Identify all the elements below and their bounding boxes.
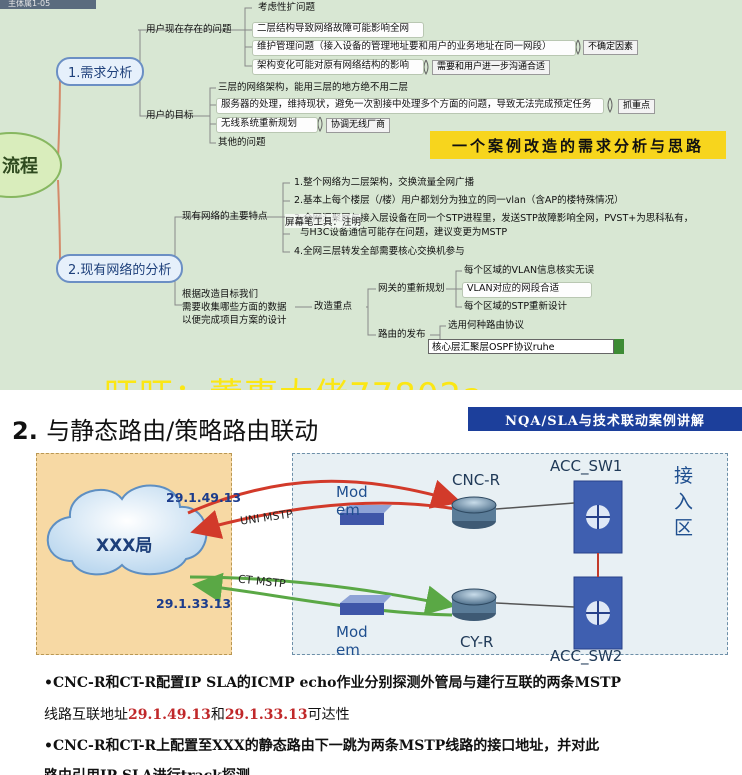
- window-title-text: 主体属1-05: [8, 0, 51, 8]
- switch-label-bottom: ACC_SW2: [550, 647, 623, 665]
- window-title-tab[interactable]: 主体属1-05: [0, 0, 96, 9]
- collect-data-line: 需要收集哪些方面的数据: [182, 302, 287, 313]
- bullet-line: 线路互联地址29.1.49.13和29.1.33.13可达性: [44, 704, 350, 724]
- goal-item[interactable]: 其他的问题: [218, 137, 266, 148]
- slide-title-number: 2.: [12, 417, 38, 445]
- ip-highlight: 29.1.33.13: [224, 707, 308, 723]
- ip-highlight: 29.1.49.13: [128, 707, 211, 723]
- nqa-sla-banner-text: NQA/SLA与技术联动案例讲解: [505, 413, 705, 429]
- screen-pen-note: 屏幕笔工具：注明: [285, 214, 362, 228]
- branch-gateway[interactable]: 网关的重新规划: [378, 283, 445, 294]
- mindmap-connectors: [57, 7, 613, 347]
- node-requirements-analysis-label: 1.需求分析: [68, 66, 133, 81]
- modem-icon: [340, 595, 392, 615]
- bullet-line: •CNC-R和CT-R配置IP SLA的ICMP echo作业分别探测外管局与建…: [44, 675, 622, 691]
- routing-item[interactable]: 选用何种路由协议: [448, 320, 525, 331]
- collect-data-line[interactable]: 根据改造目标我们: [182, 289, 259, 300]
- problem-item: 二层结构导致网络故障可能影响全网: [257, 23, 410, 34]
- cloud-label: XXX局: [96, 536, 153, 556]
- router-icon: [451, 588, 497, 621]
- branch-user-goals[interactable]: 用户的目标: [146, 110, 194, 121]
- feature-item-continued: 与H3C设备通信可能存在问题，建议变更为MSTP: [300, 227, 508, 238]
- goal-item[interactable]: 三层的网络架构，能用三层的地方绝不用二层: [218, 82, 409, 93]
- gateway-item[interactable]: 每个区域的STP重新设计: [464, 301, 568, 312]
- feature-item[interactable]: 3.全网汇聚层与接入层设备在同一个STP进程里，发送STP故障影响全网，PVST…: [294, 213, 694, 224]
- modem-label-bottom: Mod em: [336, 623, 368, 659]
- router-icon: [451, 496, 497, 529]
- watermark-text: 旺旺：董事大佬77802a: [104, 368, 484, 390]
- center-node-label: 流程: [2, 156, 38, 177]
- collect-data-line: 以便完成项目方案的设计: [182, 315, 287, 326]
- mindmap-canvas[interactable]: 主体属1-05 流程 1.需求分析 用户现在存在的问题 考虑性扩问题 二层结构导…: [0, 0, 742, 390]
- router-label-top: CNC-R: [452, 471, 501, 489]
- goal-item: 服务器的处理，维持现状，避免一次割接中处理多个方面的问题，导致无法完成预定任务: [221, 99, 592, 110]
- goal-item-box[interactable]: 服务器的处理，维持现状，避免一次割接中处理多个方面的问题，导致无法完成预定任务: [216, 98, 604, 114]
- bullet-text: 可达性: [307, 707, 350, 723]
- feature-item[interactable]: 1.整个网络为二层架构，交换流量全网广播: [294, 177, 475, 188]
- branch-network-features[interactable]: 现有网络的主要特点: [182, 211, 268, 222]
- bullet-text: 线路互联地址: [44, 707, 128, 723]
- internal-zone: [292, 453, 728, 655]
- modem-label-top: Mod em: [336, 483, 368, 519]
- bullet-line: •CNC-R和CT-R上配置至XXX的静态路由下一跳为两条MSTP线路的接口地址…: [44, 738, 600, 754]
- switch-icon: [573, 480, 623, 554]
- router-label-bottom: CY-R: [460, 633, 494, 651]
- gateway-item[interactable]: 每个区域的VLAN信息核实无误: [464, 265, 595, 276]
- problem-item: 维护管理问题（接入设备的管理地址要和用户的业务地址在同一网段）: [257, 41, 552, 52]
- routing-edit-input[interactable]: 核心层汇聚层OSPF协议ruhe: [428, 339, 614, 354]
- nqa-sla-banner: NQA/SLA与技术联动案例讲解: [468, 407, 742, 431]
- bullet-text: 和: [210, 707, 225, 723]
- branch-routing[interactable]: 路由的发布: [378, 329, 426, 340]
- tag-need-communication[interactable]: 需要和用户进一步沟通合适: [432, 60, 551, 75]
- switch-label-top: ACC_SW1: [550, 457, 623, 475]
- problem-item-box[interactable]: 架构变化可能对原有网络结构的影响: [252, 59, 424, 75]
- node-network-analysis[interactable]: 2.现有网络的分析: [56, 254, 184, 283]
- gateway-item: VLAN对应的网段合适: [467, 283, 560, 294]
- node-requirements-analysis[interactable]: 1.需求分析: [56, 57, 145, 86]
- gateway-item-box[interactable]: VLAN对应的网段合适: [462, 282, 592, 298]
- feature-item[interactable]: 2.基本上每个楼层（/楼）用户都划分为独立的同一vlan（含AP的楼特殊情况）: [294, 195, 624, 206]
- bullet-line: 路由引用IP SLA进行track探测: [44, 765, 250, 775]
- slide-title-text: 与静态路由/策略路由联动: [46, 417, 319, 445]
- node-network-analysis-label: 2.现有网络的分析: [68, 263, 172, 278]
- case-study-banner: 一个案例改造的需求分析与思路: [430, 131, 726, 159]
- tag-wireless-vendor[interactable]: 协调无线厂商: [326, 118, 391, 133]
- tag-focus[interactable]: 抓重点: [618, 99, 656, 114]
- topology-diagram: [46, 479, 623, 650]
- tag-uncertain-factor[interactable]: 不确定因素: [583, 40, 639, 55]
- problem-item: 架构变化可能对原有网络结构的影响: [257, 60, 410, 71]
- case-study-banner-text: 一个案例改造的需求分析与思路: [451, 136, 704, 155]
- slide: 2. 与静态路由/策略路由联动 NQA/SLA与技术联动案例讲解: [0, 393, 742, 775]
- cloud-icon: [46, 484, 208, 576]
- problem-item-box[interactable]: 二层结构导致网络故障可能影响全网: [252, 22, 424, 38]
- routing-edit-confirm-button[interactable]: [614, 339, 624, 354]
- ip-label-bottom: 29.1.33.13: [156, 596, 232, 611]
- feature-item[interactable]: 4.全网三层转发全部需要核心交换机参与: [294, 246, 465, 257]
- switch-icon: [573, 576, 623, 650]
- goal-item: 无线系统重新规划: [221, 118, 298, 129]
- branch-focus[interactable]: 改造重点: [314, 301, 353, 312]
- goal-item-box[interactable]: 无线系统重新规划: [216, 117, 318, 133]
- problem-item[interactable]: 考虑性扩问题: [258, 2, 316, 13]
- problem-item-box[interactable]: 维护管理问题（接入设备的管理地址要和用户的业务地址在同一网段）: [252, 40, 576, 56]
- slide-title: 2. 与静态路由/策略路由联动: [12, 411, 318, 446]
- ip-label-top: 29.1.49.13: [166, 490, 242, 505]
- access-zone-label: 接入区: [674, 465, 694, 539]
- modem-icon: [340, 505, 392, 525]
- branch-user-problems[interactable]: 用户现在存在的问题: [146, 24, 232, 35]
